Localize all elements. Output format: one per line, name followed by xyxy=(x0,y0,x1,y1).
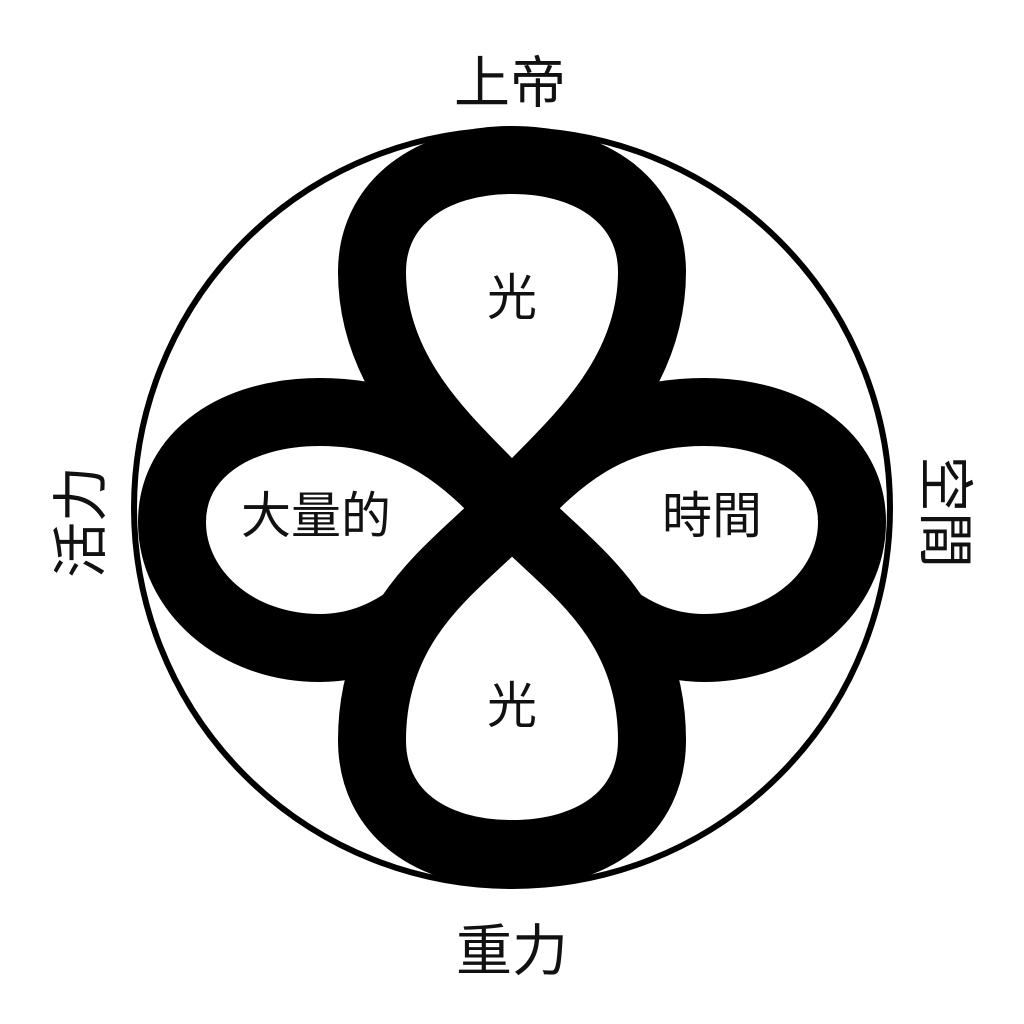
petal-bottom xyxy=(338,474,686,888)
petal-top xyxy=(338,126,686,542)
label-left: 活力 xyxy=(50,466,115,578)
label-top: 上帝 xyxy=(454,52,566,117)
label-petal-top: 光 xyxy=(487,269,537,327)
label-right: 空間 xyxy=(912,456,977,568)
label-bottom: 重力 xyxy=(456,920,568,985)
label-petal-right: 時間 xyxy=(662,487,762,545)
label-petal-left: 大量的 xyxy=(241,487,391,545)
label-petal-bottom: 光 xyxy=(487,677,537,735)
